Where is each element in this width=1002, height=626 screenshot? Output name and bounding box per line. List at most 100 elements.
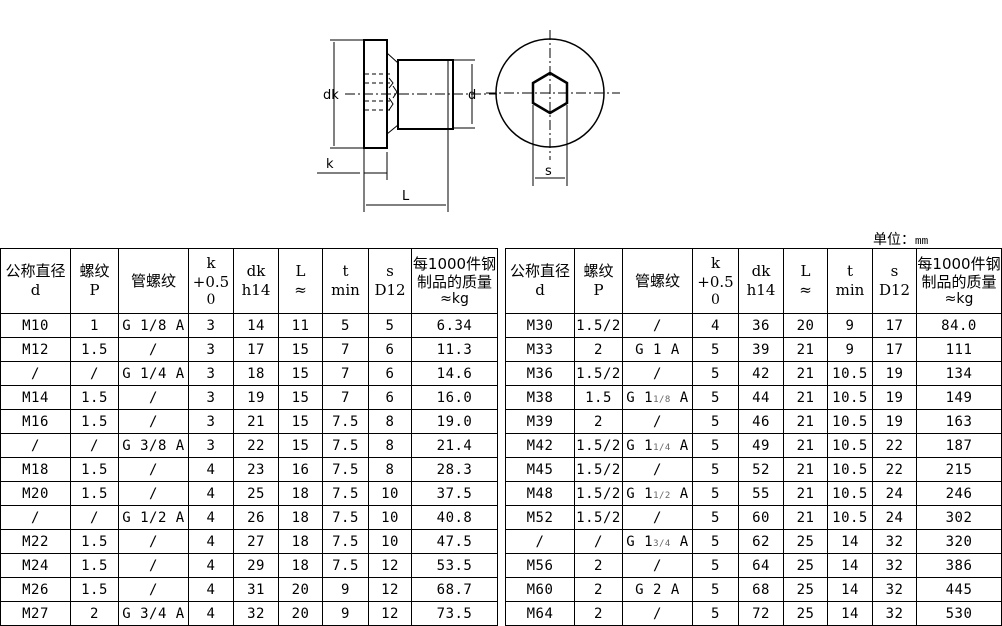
cell-weight-per-1000: 73.5 xyxy=(411,601,498,626)
cell-length-L: 21 xyxy=(783,385,828,410)
cell-weight-per-1000: 68.7 xyxy=(411,577,498,602)
cell-thread-pitch: / xyxy=(70,433,119,458)
header-line2: min xyxy=(835,281,865,299)
cell-weight-per-1000: 187 xyxy=(916,433,1002,458)
cell-head-diameter-dk: 44 xyxy=(738,385,784,410)
cell-head-height-k: 5 xyxy=(692,337,739,362)
header-line1: dk xyxy=(246,262,266,280)
cell-head-height-k: 4 xyxy=(188,505,234,530)
header-line3: 0 xyxy=(711,291,720,308)
cell-socket-size-s: 17 xyxy=(872,313,917,338)
cell-pipe-thread: / xyxy=(118,385,189,410)
cell-pipe-thread: G 11/2 A xyxy=(622,481,693,506)
cell-thread-pitch: 1.5 xyxy=(574,385,623,410)
cell-thread-pitch: / xyxy=(70,361,119,386)
cell-thread-pitch: 2 xyxy=(574,409,623,434)
cell-depth-t: 9 xyxy=(827,337,873,362)
cell-length-L: 25 xyxy=(783,577,828,602)
cell-head-height-k: 5 xyxy=(692,529,739,554)
cell-socket-size-s: 22 xyxy=(872,457,917,482)
cell-depth-t: 10.5 xyxy=(827,385,873,410)
L-label: L xyxy=(402,189,410,204)
cell-nominal-diameter: M12 xyxy=(0,337,71,362)
header-length-L: L≈ xyxy=(278,248,323,314)
cell-nominal-diameter: M60 xyxy=(505,577,575,602)
d-label: d xyxy=(468,88,476,103)
cell-depth-t: 14 xyxy=(827,601,873,626)
cell-depth-t: 7.5 xyxy=(322,481,369,506)
cell-weight-per-1000: 53.5 xyxy=(411,553,498,578)
cell-pipe-thread: / xyxy=(118,529,189,554)
header-line1: 公称直径 xyxy=(509,262,570,280)
cell-head-diameter-dk: 25 xyxy=(233,481,279,506)
cell-pipe-thread: G 1 A xyxy=(622,337,693,362)
cell-socket-size-s: 19 xyxy=(872,361,917,386)
cell-pipe-thread: G 1/2 A xyxy=(118,505,189,530)
cell-socket-size-s: 6 xyxy=(368,337,412,362)
header-line2: ≈ xyxy=(799,281,812,299)
header-line1: t xyxy=(342,262,349,280)
fraction: 3/4 xyxy=(653,538,671,549)
cell-head-height-k: 5 xyxy=(692,409,739,434)
cell-length-L: 21 xyxy=(783,409,828,434)
header-line2: D12 xyxy=(878,281,911,299)
cell-weight-per-1000: 530 xyxy=(916,601,1002,626)
cell-pipe-thread: G 3/4 A xyxy=(118,601,189,626)
cell-length-L: 25 xyxy=(783,601,828,626)
cell-weight-per-1000: 47.5 xyxy=(411,529,498,554)
header-line2: d xyxy=(535,281,545,299)
cell-nominal-diameter: M18 xyxy=(0,457,71,482)
cell-thread-pitch: 1.5/2 xyxy=(574,313,623,338)
cell-length-L: 20 xyxy=(783,313,828,338)
cell-thread-pitch: 1.5/2 xyxy=(574,505,623,530)
cell-head-height-k: 4 xyxy=(188,529,234,554)
cell-depth-t: 10.5 xyxy=(827,505,873,530)
cell-weight-per-1000: 16.0 xyxy=(411,385,498,410)
header-line3: ≈kg xyxy=(440,290,469,307)
cell-socket-size-s: 10 xyxy=(368,505,412,530)
cell-thread-pitch: 1.5 xyxy=(70,385,119,410)
cell-pipe-thread: / xyxy=(118,577,189,602)
cell-head-height-k: 5 xyxy=(692,505,739,530)
header-line2: 制品的质量 xyxy=(416,272,492,291)
cell-head-diameter-dk: 29 xyxy=(233,553,279,578)
header-line3: 0 xyxy=(206,291,216,308)
header-line2: P xyxy=(593,281,604,299)
cell-depth-t: 10.5 xyxy=(827,481,873,506)
cell-length-L: 25 xyxy=(783,553,828,578)
fraction: 1/2 xyxy=(653,490,671,501)
header-line1: s xyxy=(386,262,394,280)
fraction: 1/8 xyxy=(653,394,671,405)
cell-length-L: 25 xyxy=(783,529,828,554)
cell-nominal-diameter: M52 xyxy=(505,505,575,530)
cell-length-L: 15 xyxy=(278,361,323,386)
cell-thread-pitch: 1.5 xyxy=(70,481,119,506)
cell-weight-per-1000: 14.6 xyxy=(411,361,498,386)
cell-nominal-diameter: M39 xyxy=(505,409,575,434)
header-weight-per-1000: 每1000件钢制品的质量≈kg xyxy=(916,248,1002,314)
cell-head-diameter-dk: 23 xyxy=(233,457,279,482)
cell-socket-size-s: 19 xyxy=(872,409,917,434)
cell-pipe-thread: / xyxy=(622,601,693,626)
cell-nominal-diameter: M14 xyxy=(0,385,71,410)
cell-nominal-diameter: M26 xyxy=(0,577,71,602)
cell-depth-t: 7.5 xyxy=(322,505,369,530)
cell-pipe-thread: G 2 A xyxy=(622,577,693,602)
cell-depth-t: 9 xyxy=(322,601,369,626)
cell-length-L: 15 xyxy=(278,409,323,434)
